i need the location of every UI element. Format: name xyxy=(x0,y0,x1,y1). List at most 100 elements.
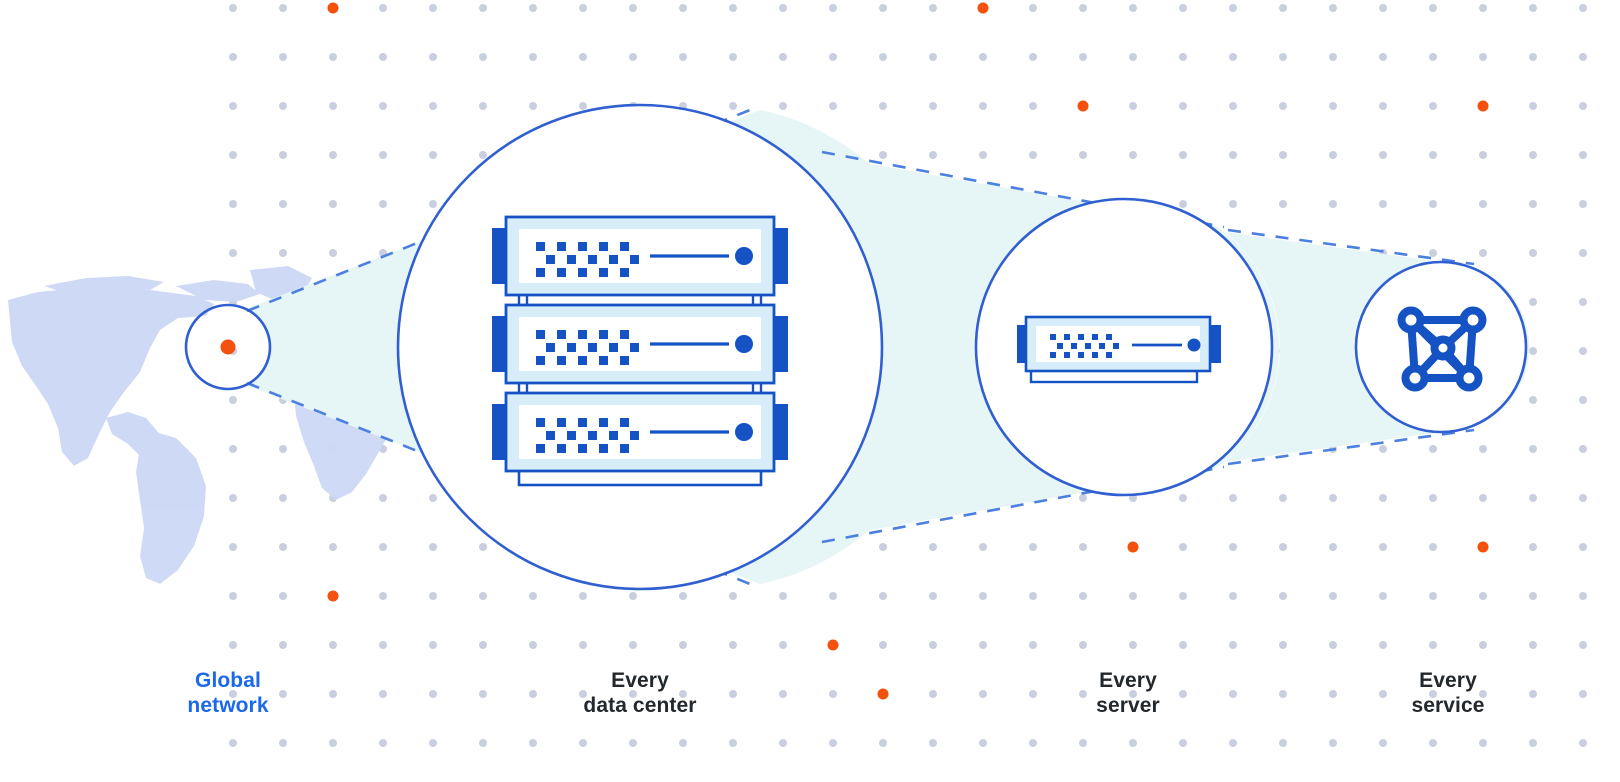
grid-dot xyxy=(1379,200,1387,208)
grid-dot xyxy=(1429,151,1437,159)
grid-dot xyxy=(279,53,287,61)
grid-dot xyxy=(279,151,287,159)
grid-dot xyxy=(879,739,887,747)
grid-dot xyxy=(479,739,487,747)
grid-dot xyxy=(1329,200,1337,208)
grid-dot xyxy=(1329,592,1337,600)
grid-dot xyxy=(629,592,637,600)
grid-dot xyxy=(529,102,537,110)
grid-dot xyxy=(229,102,237,110)
grid-dot xyxy=(1529,151,1537,159)
grid-dot xyxy=(1229,592,1237,600)
stage-every-service[interactable] xyxy=(1354,260,1528,434)
grid-dot xyxy=(779,592,787,600)
grid-dot xyxy=(1429,102,1437,110)
grid-dot xyxy=(729,739,737,747)
grid-dot xyxy=(1029,690,1037,698)
grid-dot xyxy=(1179,53,1187,61)
stage-every-server[interactable] xyxy=(974,197,1274,497)
grid-dot xyxy=(529,641,537,649)
grid-dot xyxy=(429,200,437,208)
grid-dot xyxy=(779,4,787,12)
server-unit xyxy=(492,391,788,473)
grid-dot xyxy=(879,102,887,110)
grid-dot xyxy=(1529,739,1537,747)
grid-dot xyxy=(1379,151,1387,159)
grid-dot xyxy=(1329,53,1337,61)
grid-dot xyxy=(1079,690,1087,698)
grid-dot xyxy=(1029,102,1037,110)
grid-dot xyxy=(729,641,737,649)
grid-dot xyxy=(279,641,287,649)
grid-dot xyxy=(579,53,587,61)
grid-dot xyxy=(879,592,887,600)
grid-dot xyxy=(1229,641,1237,649)
grid-dot xyxy=(329,200,337,208)
grid-dot xyxy=(929,592,937,600)
grid-dot xyxy=(1279,200,1287,208)
grid-dot xyxy=(1379,592,1387,600)
grid-dot xyxy=(229,641,237,649)
grid-dot xyxy=(1479,249,1487,257)
grid-dot xyxy=(379,739,387,747)
grid-dot xyxy=(329,543,337,551)
grid-dot xyxy=(629,53,637,61)
grid-dot xyxy=(1379,494,1387,502)
grid-dot xyxy=(279,494,287,502)
dash-server-service-top xyxy=(1227,228,1475,266)
grid-dot xyxy=(1129,53,1137,61)
grid-dot xyxy=(979,102,987,110)
grid-dot xyxy=(1429,690,1437,698)
grid-dot xyxy=(629,690,637,698)
grid-dot xyxy=(829,4,837,12)
grid-dot xyxy=(1579,641,1587,649)
grid-dot-accent xyxy=(327,590,339,602)
grid-dot xyxy=(429,641,437,649)
grid-dot xyxy=(1379,53,1387,61)
grid-dot xyxy=(1329,494,1337,502)
grid-dot xyxy=(1429,739,1437,747)
grid-dot xyxy=(1179,641,1187,649)
grid-dot-accent xyxy=(877,688,889,700)
grid-dot xyxy=(1579,592,1587,600)
grid-dot xyxy=(879,4,887,12)
grid-dot xyxy=(1529,592,1537,600)
grid-dot xyxy=(929,543,937,551)
grid-dot xyxy=(679,690,687,698)
grid-dot xyxy=(1179,543,1187,551)
grid-dot xyxy=(1279,102,1287,110)
server-rack-icon xyxy=(492,215,788,487)
grid-dot xyxy=(1479,494,1487,502)
grid-dot xyxy=(1229,200,1237,208)
grid-dot xyxy=(1529,641,1537,649)
grid-dot xyxy=(829,53,837,61)
grid-dot xyxy=(479,592,487,600)
grid-dot xyxy=(679,4,687,12)
grid-dot xyxy=(629,739,637,747)
grid-dot xyxy=(579,739,587,747)
grid-dot xyxy=(1429,592,1437,600)
grid-dot xyxy=(1029,592,1037,600)
grid-dot xyxy=(1529,543,1537,551)
stage-every-data-center[interactable] xyxy=(396,103,884,591)
grid-dot xyxy=(329,739,337,747)
grid-dot xyxy=(1229,690,1237,698)
global-network-marker-dot xyxy=(220,339,236,355)
grid-dot xyxy=(1129,4,1137,12)
grid-dot xyxy=(379,53,387,61)
grid-dot xyxy=(1529,396,1537,404)
grid-dot xyxy=(1029,4,1037,12)
grid-dot xyxy=(1579,347,1587,355)
grid-dot xyxy=(579,4,587,12)
vent-dots xyxy=(1050,334,1119,358)
grid-dot xyxy=(979,592,987,600)
grid-dot xyxy=(229,739,237,747)
grid-dot xyxy=(1129,151,1137,159)
dash-server-service-bottom xyxy=(1227,428,1475,466)
grid-dot xyxy=(929,739,937,747)
stage-global-network[interactable] xyxy=(184,303,272,391)
grid-dot xyxy=(379,102,387,110)
grid-dot xyxy=(1529,53,1537,61)
grid-dot xyxy=(1529,347,1537,355)
